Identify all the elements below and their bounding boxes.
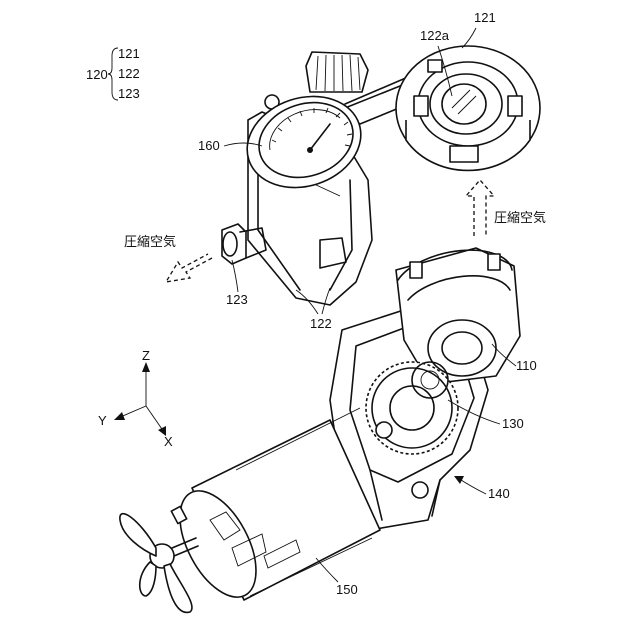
label-140-arrow-icon <box>454 476 464 484</box>
compressed-air-label-right: 圧縮空気 <box>494 210 546 226</box>
axis-x-label: X <box>164 434 173 449</box>
label-110: 110 <box>516 358 537 373</box>
axis-z-label: Z <box>142 348 150 363</box>
label-group-122: 122 <box>118 66 140 81</box>
label-120: 120 <box>86 67 108 82</box>
housing-screw-1 <box>376 422 392 438</box>
gear-130 <box>366 362 458 454</box>
label-150: 150 <box>336 582 358 597</box>
outlet-123 <box>222 224 246 264</box>
label-140: 140 <box>488 486 510 501</box>
label-122a: 122a <box>420 28 450 43</box>
axis-triad: Z Y X <box>98 348 173 449</box>
axis-y-label: Y <box>98 413 107 428</box>
group-bracket: 120 121 122 123 <box>86 46 140 101</box>
label-121: 121 <box>474 10 496 25</box>
compressed-air-label-left: 圧縮空気 <box>124 234 176 250</box>
y-arrow-icon <box>114 412 125 420</box>
label-group-121: 121 <box>118 46 140 61</box>
airflow-arrow-left <box>166 254 212 282</box>
housing-screw-2 <box>412 482 428 498</box>
label-122: 122 <box>310 316 332 331</box>
label-130: 130 <box>502 416 524 431</box>
label-160: 160 <box>198 138 220 153</box>
label-group-123: 123 <box>118 86 140 101</box>
z-arrow-icon <box>142 362 150 372</box>
label-123: 123 <box>226 292 248 307</box>
airflow-arrow-up <box>466 180 494 236</box>
